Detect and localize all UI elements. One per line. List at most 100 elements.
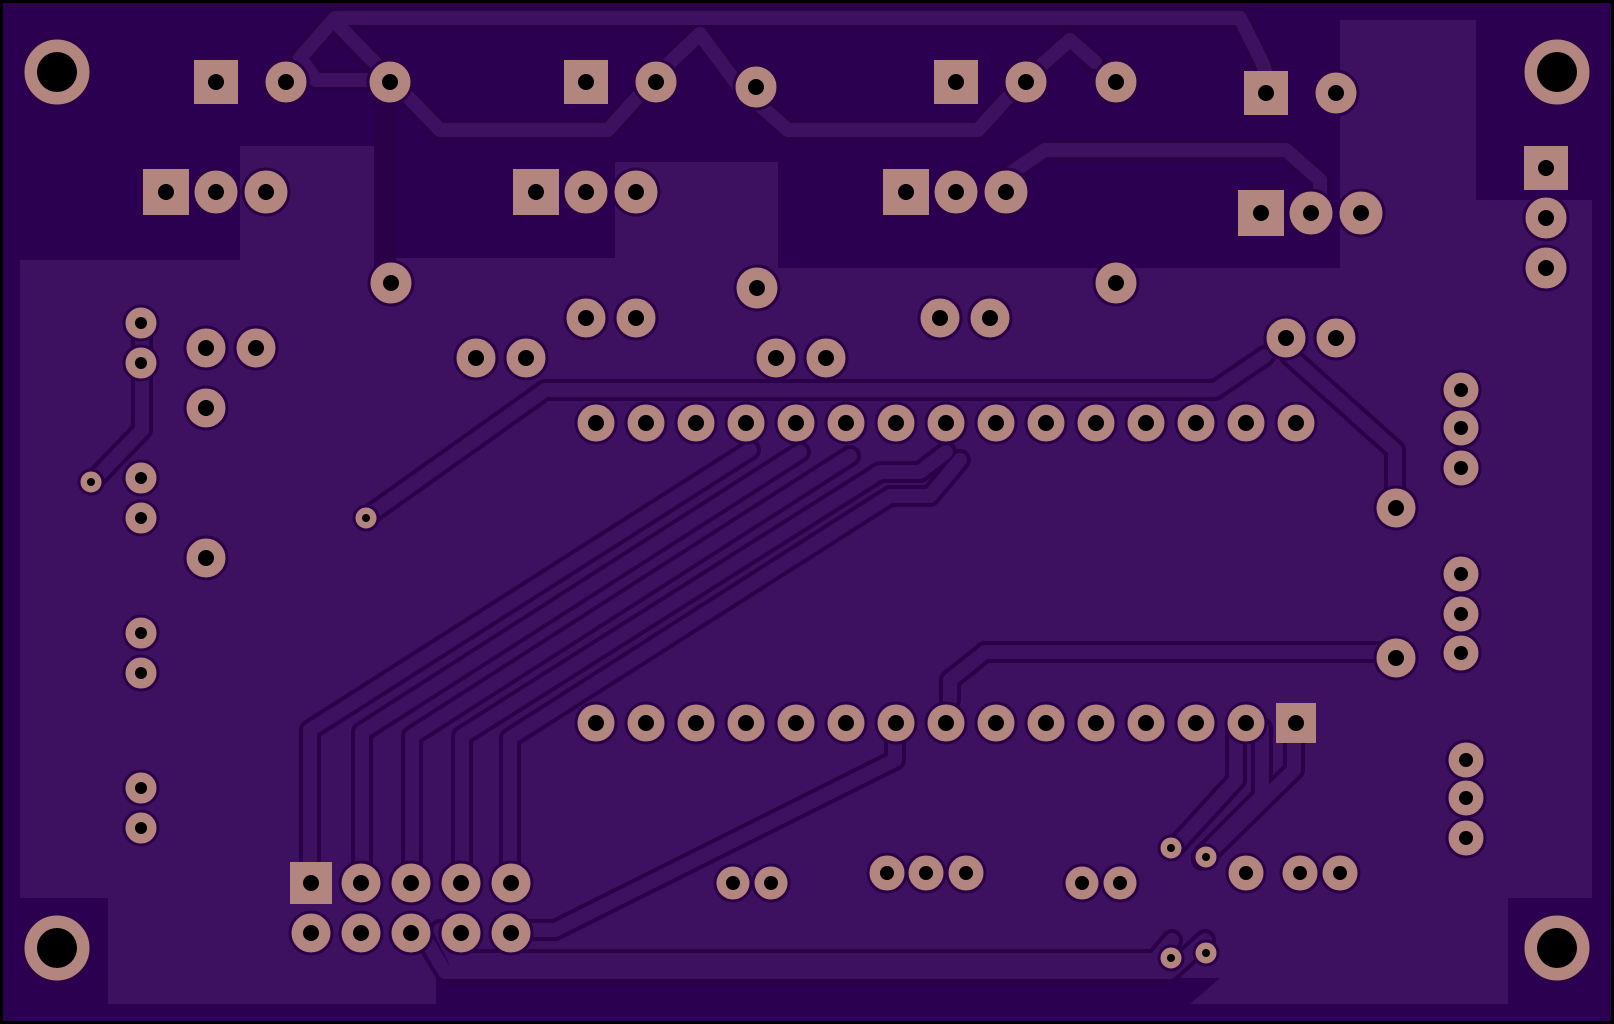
drill-hole <box>503 925 519 941</box>
drill-hole <box>1538 160 1554 176</box>
drill-hole <box>1537 928 1577 968</box>
drill-hole <box>1167 844 1175 852</box>
drill-hole <box>764 876 778 890</box>
drill-hole <box>1253 205 1269 221</box>
drill-hole <box>1108 74 1124 90</box>
drill-hole <box>1459 831 1473 845</box>
drill-hole <box>628 184 644 200</box>
drill-hole <box>37 928 77 968</box>
drill-hole <box>959 866 973 880</box>
drill-hole <box>528 184 544 200</box>
drill-hole <box>1258 85 1274 101</box>
drill-hole <box>1293 866 1307 880</box>
drill-hole <box>888 415 904 431</box>
drill-hole <box>1538 260 1554 276</box>
pads <box>21 36 1593 984</box>
drill-hole <box>748 79 764 95</box>
drill-hole <box>1288 415 1304 431</box>
drill-hole <box>278 74 294 90</box>
drill-hole <box>1454 607 1468 621</box>
drill-hole <box>948 184 964 200</box>
drill-hole <box>135 472 147 484</box>
drill-hole <box>403 925 419 941</box>
drill-hole <box>988 415 1004 431</box>
drill-hole <box>198 400 214 416</box>
drill-hole <box>919 866 933 880</box>
drill-hole <box>1388 650 1404 666</box>
drill-hole <box>1333 866 1347 880</box>
drill-hole <box>738 415 754 431</box>
drill-hole <box>768 350 784 366</box>
drill-hole <box>788 415 804 431</box>
drill-hole <box>818 350 834 366</box>
drill-hole <box>578 74 594 90</box>
drill-hole <box>1238 415 1254 431</box>
drill-hole <box>749 280 765 296</box>
drill-hole <box>578 184 594 200</box>
drill-hole <box>258 184 274 200</box>
drill-hole <box>1138 715 1154 731</box>
drill-hole <box>1454 461 1468 475</box>
drill-hole <box>1202 949 1210 957</box>
drill-hole <box>938 715 954 731</box>
drill-hole <box>135 782 147 794</box>
drill-hole <box>1188 415 1204 431</box>
drill-hole <box>353 925 369 941</box>
drill-hole <box>1454 646 1468 660</box>
drill-hole <box>1088 715 1104 731</box>
drill-hole <box>453 925 469 941</box>
drill-hole <box>1202 853 1210 861</box>
drill-hole <box>1108 275 1124 291</box>
drill-hole <box>135 667 147 679</box>
drill-hole <box>898 184 914 200</box>
drill-hole <box>382 74 398 90</box>
drill-hole <box>998 184 1014 200</box>
drill-hole <box>1038 415 1054 431</box>
drill-hole <box>1459 791 1473 805</box>
drill-hole <box>1288 715 1304 731</box>
drill-hole <box>688 415 704 431</box>
drill-hole <box>468 350 484 366</box>
drill-hole <box>37 52 77 92</box>
drill-hole <box>1459 753 1473 767</box>
drill-hole <box>1188 715 1204 731</box>
drill-hole <box>1113 876 1127 890</box>
drill-hole <box>738 715 754 731</box>
drill-hole <box>353 875 369 891</box>
drill-hole <box>1454 567 1468 581</box>
drill-hole <box>135 357 147 369</box>
drill-hole <box>1454 421 1468 435</box>
drill-hole <box>1075 876 1089 890</box>
drill-hole <box>938 415 954 431</box>
drill-hole <box>158 184 174 200</box>
drill-hole <box>588 715 604 731</box>
drill-hole <box>880 866 894 880</box>
drill-hole <box>1038 715 1054 731</box>
drill-hole <box>1328 85 1344 101</box>
drill-hole <box>1388 500 1404 516</box>
drill-hole <box>1454 383 1468 397</box>
drill-hole <box>838 715 854 731</box>
drill-hole <box>198 340 214 356</box>
drill-hole <box>362 514 370 522</box>
drill-hole <box>982 310 998 326</box>
drill-hole <box>588 415 604 431</box>
drill-hole <box>838 415 854 431</box>
drill-hole <box>198 550 214 566</box>
drill-hole <box>135 317 147 329</box>
drill-hole <box>135 822 147 834</box>
drill-hole <box>503 875 519 891</box>
drill-hole <box>453 875 469 891</box>
drill-hole <box>988 715 1004 731</box>
drill-hole <box>135 627 147 639</box>
drill-hole <box>383 275 399 291</box>
drill-hole <box>518 350 534 366</box>
drill-hole <box>788 715 804 731</box>
drill-hole <box>638 415 654 431</box>
drill-hole <box>303 925 319 941</box>
drill-hole <box>948 74 964 90</box>
drill-hole <box>1238 715 1254 731</box>
drill-hole <box>1138 415 1154 431</box>
drill-hole <box>1239 866 1253 880</box>
